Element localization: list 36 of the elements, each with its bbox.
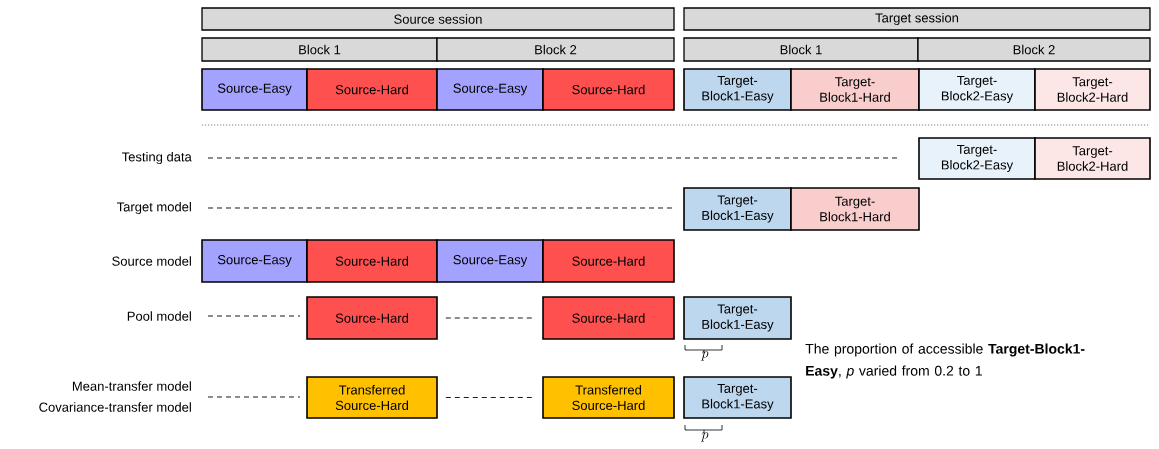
data-block: Source-Easy xyxy=(201,68,308,111)
data-block: Target-Block2-Easy xyxy=(918,68,1036,111)
data-block: Source-Hard xyxy=(306,296,438,340)
data-block-header: Target session xyxy=(683,7,1151,31)
data-block: Target-Block2-Hard xyxy=(1034,137,1151,180)
data-block: Target-Block1-Easy xyxy=(683,68,792,111)
data-block-header: Block 2 xyxy=(917,37,1151,62)
data-block: Source-Easy xyxy=(201,239,308,283)
data-block: Source-Hard xyxy=(542,296,675,340)
row-label: Mean-transfer model xyxy=(72,381,191,391)
data-block: Target-Block1-Easy xyxy=(683,187,792,231)
data-block: Target-Block2-Easy xyxy=(918,137,1036,180)
data-block: Transferred Source-Hard xyxy=(306,376,438,419)
data-block: Source-Hard xyxy=(542,68,675,111)
data-block: Source-Easy xyxy=(436,239,544,283)
data-block-header: Source session xyxy=(201,7,675,31)
bracket-label: $p$ xyxy=(701,432,709,442)
data-block: Target-Block1-Easy xyxy=(683,296,792,340)
data-block: Source-Hard xyxy=(306,239,438,283)
data-block: Target-Block1-Easy xyxy=(683,376,792,419)
data-block: Source-Hard xyxy=(542,239,675,283)
data-block: Source-Hard xyxy=(306,68,438,111)
data-block-header: Block 1 xyxy=(201,37,438,62)
data-block-header: Block 1 xyxy=(683,37,919,62)
data-block: Target-Block1-Hard xyxy=(790,68,920,111)
row-label: Covariance-transfer model xyxy=(39,402,191,412)
data-block: Target-Block2-Hard xyxy=(1034,68,1151,111)
data-block: Source-Easy xyxy=(436,68,544,111)
data-block: Transferred Source-Hard xyxy=(542,376,675,419)
bracket-label: $p$ xyxy=(701,351,709,361)
row-label: Pool model xyxy=(127,311,191,321)
data-block-header: Block 2 xyxy=(436,37,675,62)
row-label: Testing data xyxy=(122,151,192,165)
data-block: Target-Block1-Hard xyxy=(790,187,920,231)
note-text: The proportion of accessible Target-Block1-Easy, p varied from 0.2 to 1 xyxy=(805,343,1085,379)
row-label: Target model xyxy=(116,201,191,215)
